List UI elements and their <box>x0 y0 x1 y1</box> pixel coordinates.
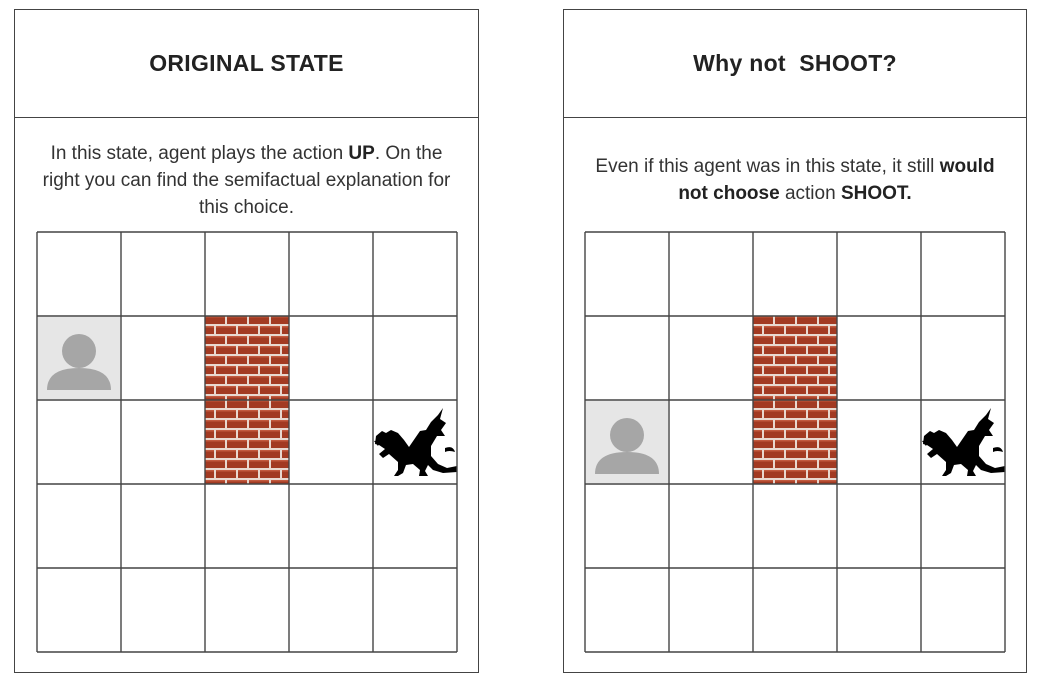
description-text: . On the right you can find the semifact… <box>42 143 451 218</box>
original-state-panel: ORIGINAL STATE In this state, agent play… <box>14 9 479 673</box>
gridworld <box>584 231 1006 653</box>
panel-title: ORIGINAL STATE <box>149 50 344 76</box>
description-text: In this state, agent plays the action <box>50 143 349 164</box>
description-text: action <box>779 183 841 204</box>
semifactual-panel: Why not SHOOT? Even if this agent was in… <box>563 9 1027 673</box>
brick-wall-tile <box>753 316 837 400</box>
brick-wall-tile <box>753 400 837 484</box>
panel-header: Why not SHOOT? <box>564 10 1026 118</box>
brick-wall-tile <box>205 316 289 400</box>
agent-avatar-icon <box>586 401 668 483</box>
gridworld <box>36 231 458 653</box>
agent-avatar-icon <box>38 317 120 399</box>
dragon-icon <box>922 408 1005 476</box>
emphasis-text: would not choose <box>678 156 995 204</box>
action-name: UP <box>348 143 375 164</box>
panel-description: In this state, agent plays the action UP… <box>35 140 458 221</box>
description-text: Even if this agent was in this state, it… <box>595 156 940 177</box>
panel-description: Even if this agent was in this state, it… <box>584 153 1006 207</box>
brick-wall-tile <box>205 400 289 484</box>
grid-lines <box>36 231 458 653</box>
panel-header: ORIGINAL STATE <box>15 10 478 118</box>
action-name: SHOOT. <box>840 183 912 204</box>
panel-title: Why not SHOOT? <box>693 50 897 76</box>
dragon-icon <box>374 408 457 476</box>
grid-lines <box>584 231 1006 653</box>
